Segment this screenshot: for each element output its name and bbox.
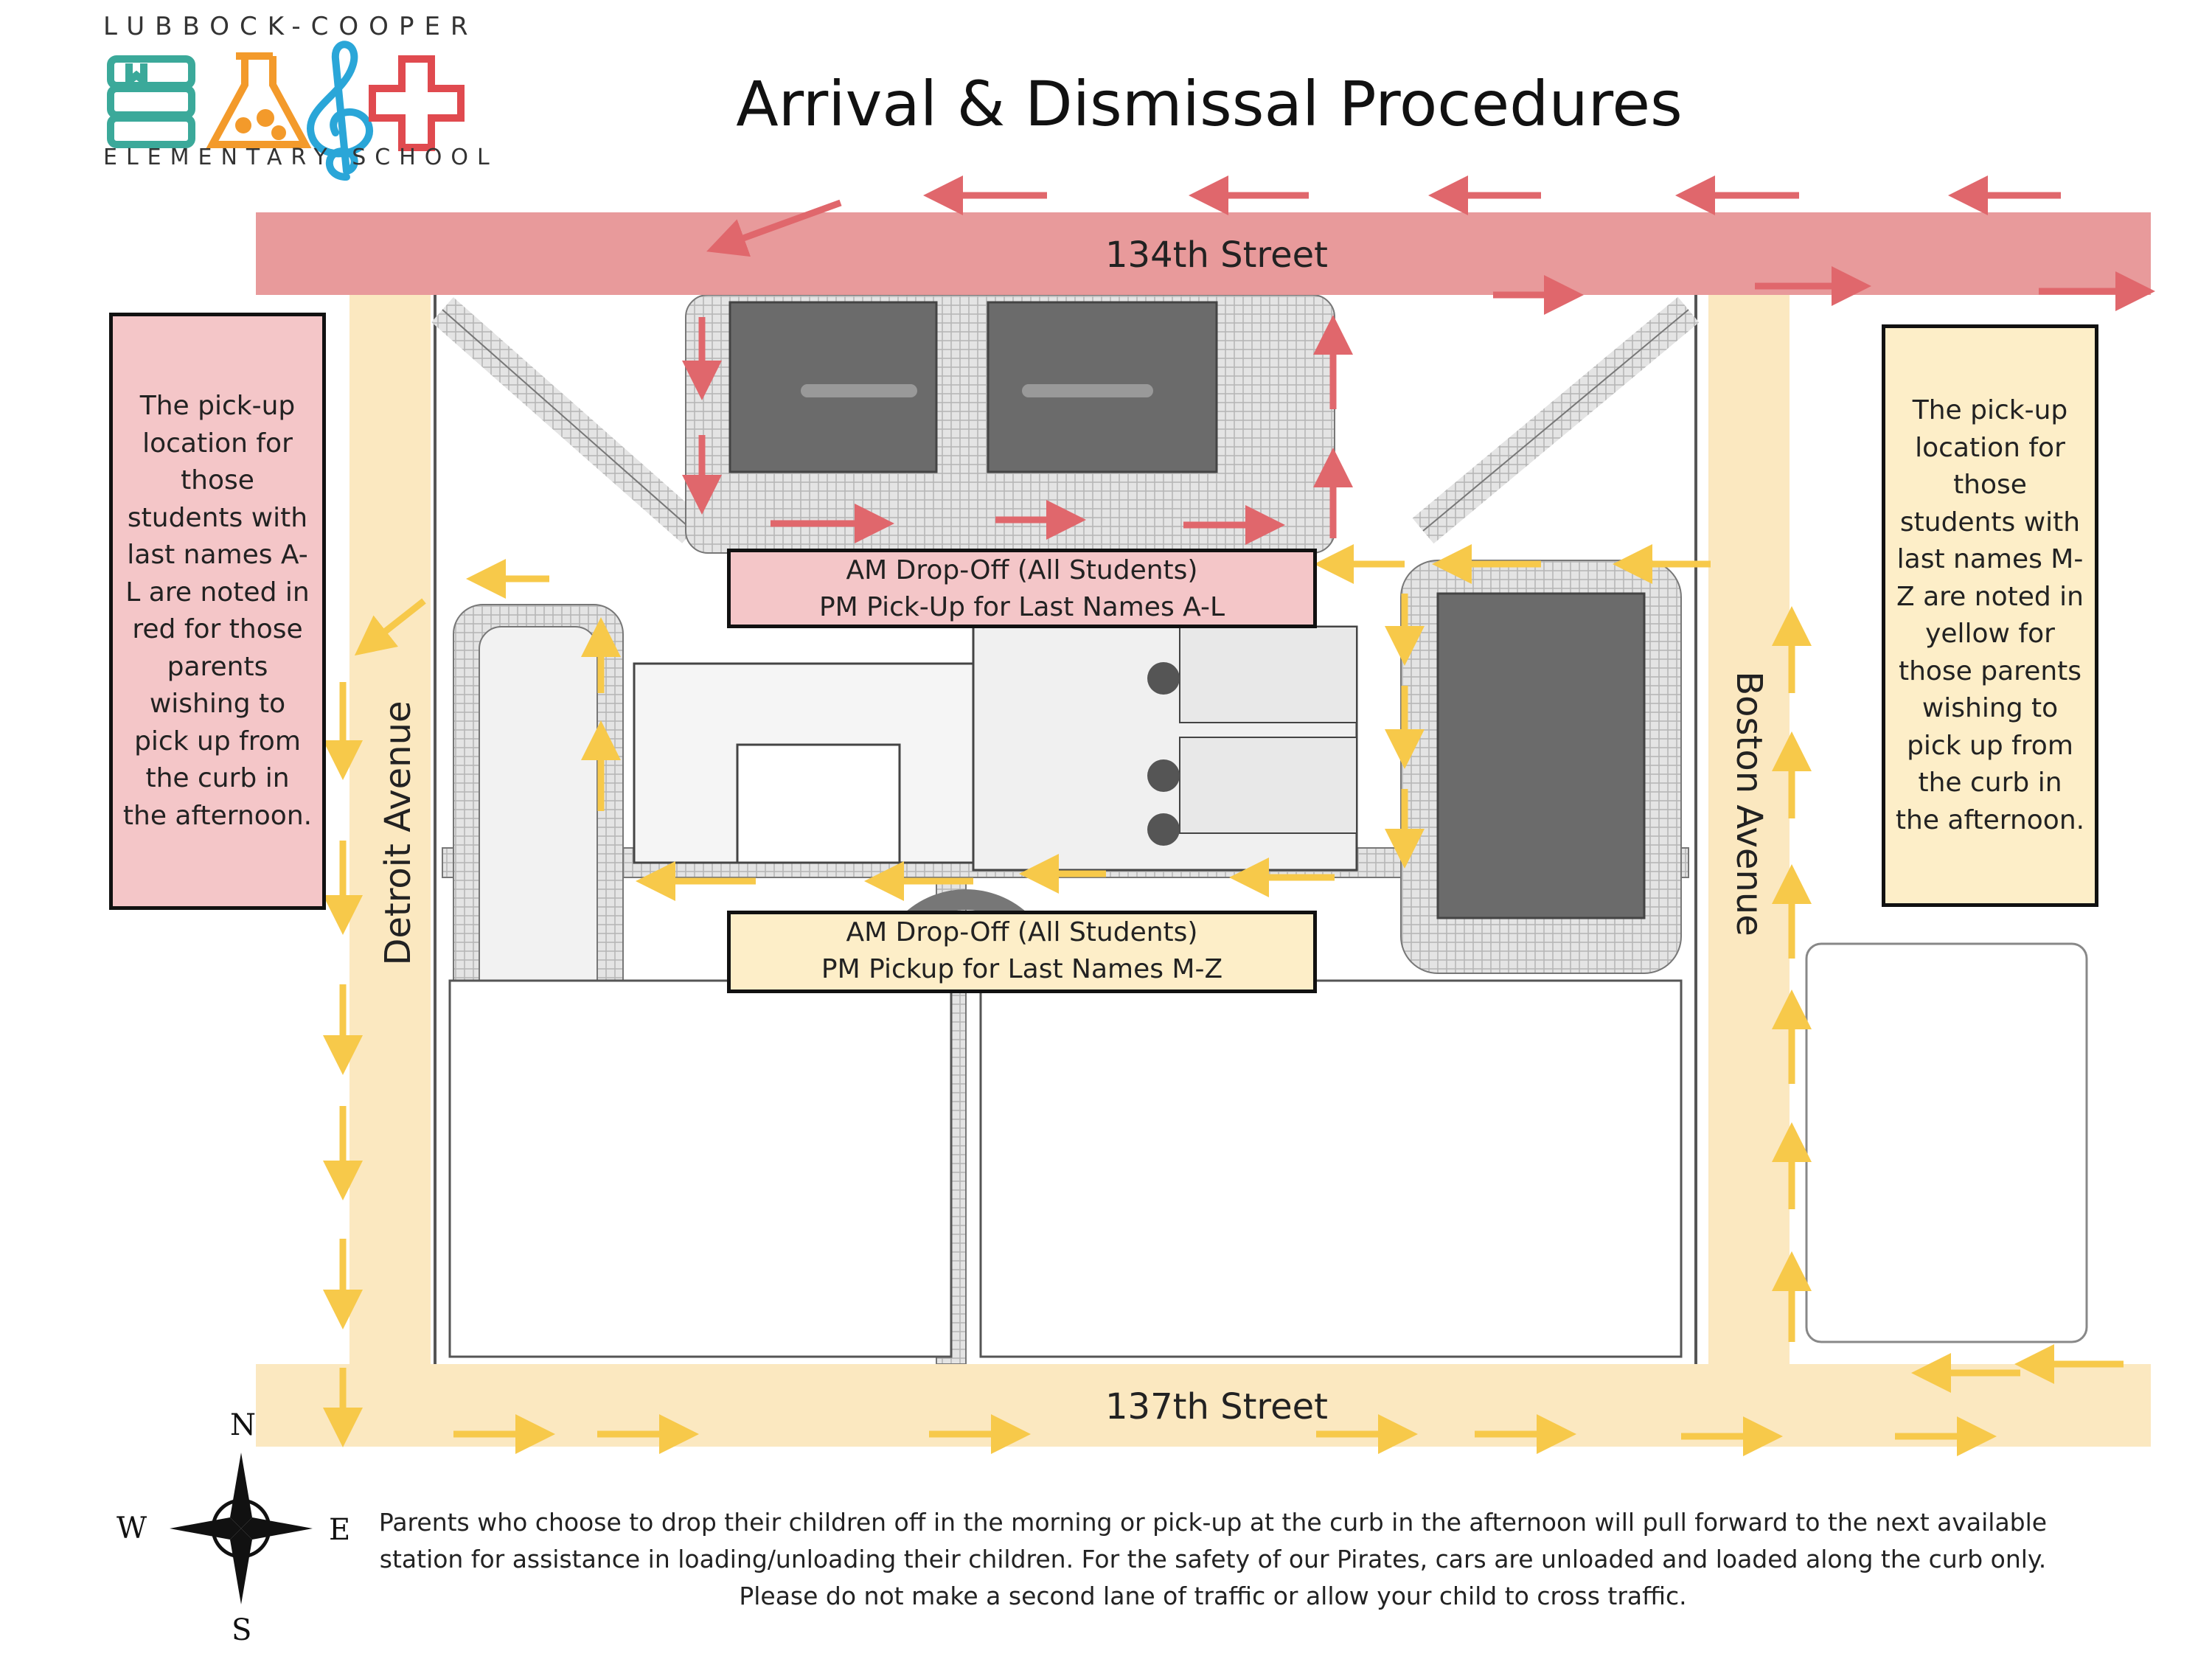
red-traffic-arrows — [682, 175, 2155, 545]
note-right-text: The pick-up location for those students … — [1895, 395, 2085, 835]
zone-red-line2: PM Pick-Up for Last Names A-L — [818, 592, 1225, 622]
label-boston-avenue: Boston Avenue — [1728, 671, 1770, 936]
campus-plan — [431, 290, 2088, 1369]
treble-clef-icon — [307, 41, 373, 181]
road-detroit-avenue — [349, 295, 431, 1447]
road-boston-avenue — [1708, 295, 1790, 1364]
zone-red-line1: AM Drop-Off (All Students) — [846, 555, 1198, 585]
zone-yellow-box: AM Drop-Off (All Students) PM Pickup for… — [727, 911, 1317, 993]
plus-icon — [369, 55, 465, 151]
footer-instructions: Parents who choose to drop their childre… — [378, 1508, 2048, 1610]
books-icon — [107, 55, 195, 148]
compass-n: N — [230, 1408, 256, 1442]
flask-icon — [206, 52, 312, 148]
label-134th-street: 134th Street — [1105, 234, 1328, 276]
yellow-arrow — [354, 598, 426, 656]
compass-s: S — [232, 1613, 252, 1647]
zone-yellow-line1: AM Drop-Off (All Students) — [846, 917, 1198, 947]
road-137th-street — [256, 1364, 2151, 1447]
note-left-text: The pick-up location for those students … — [122, 391, 313, 831]
label-detroit-avenue: Detroit Avenue — [378, 700, 419, 966]
page-title: Arrival & Dismissal Procedures — [736, 68, 1683, 140]
logo-bottom-text: ELEMENTARY SCHOOL — [103, 145, 498, 170]
school-logo — [107, 41, 465, 181]
label-137th-street: 137th Street — [1105, 1386, 1328, 1427]
red-arrow — [706, 199, 842, 257]
zone-yellow-line2: PM Pickup for Last Names M-Z — [821, 954, 1223, 984]
compass-e: E — [329, 1513, 351, 1547]
note-right-yellow: The pick-up location for those students … — [1882, 324, 2098, 907]
zone-red-box: AM Drop-Off (All Students) PM Pick-Up fo… — [727, 549, 1317, 628]
yellow-traffic-arrows — [323, 544, 2124, 1456]
compass-w: W — [116, 1512, 147, 1545]
compass-rose — [170, 1453, 313, 1604]
note-left-red: The pick-up location for those students … — [109, 313, 326, 910]
logo-top-text: LUBBOCK-COOPER — [103, 12, 479, 41]
